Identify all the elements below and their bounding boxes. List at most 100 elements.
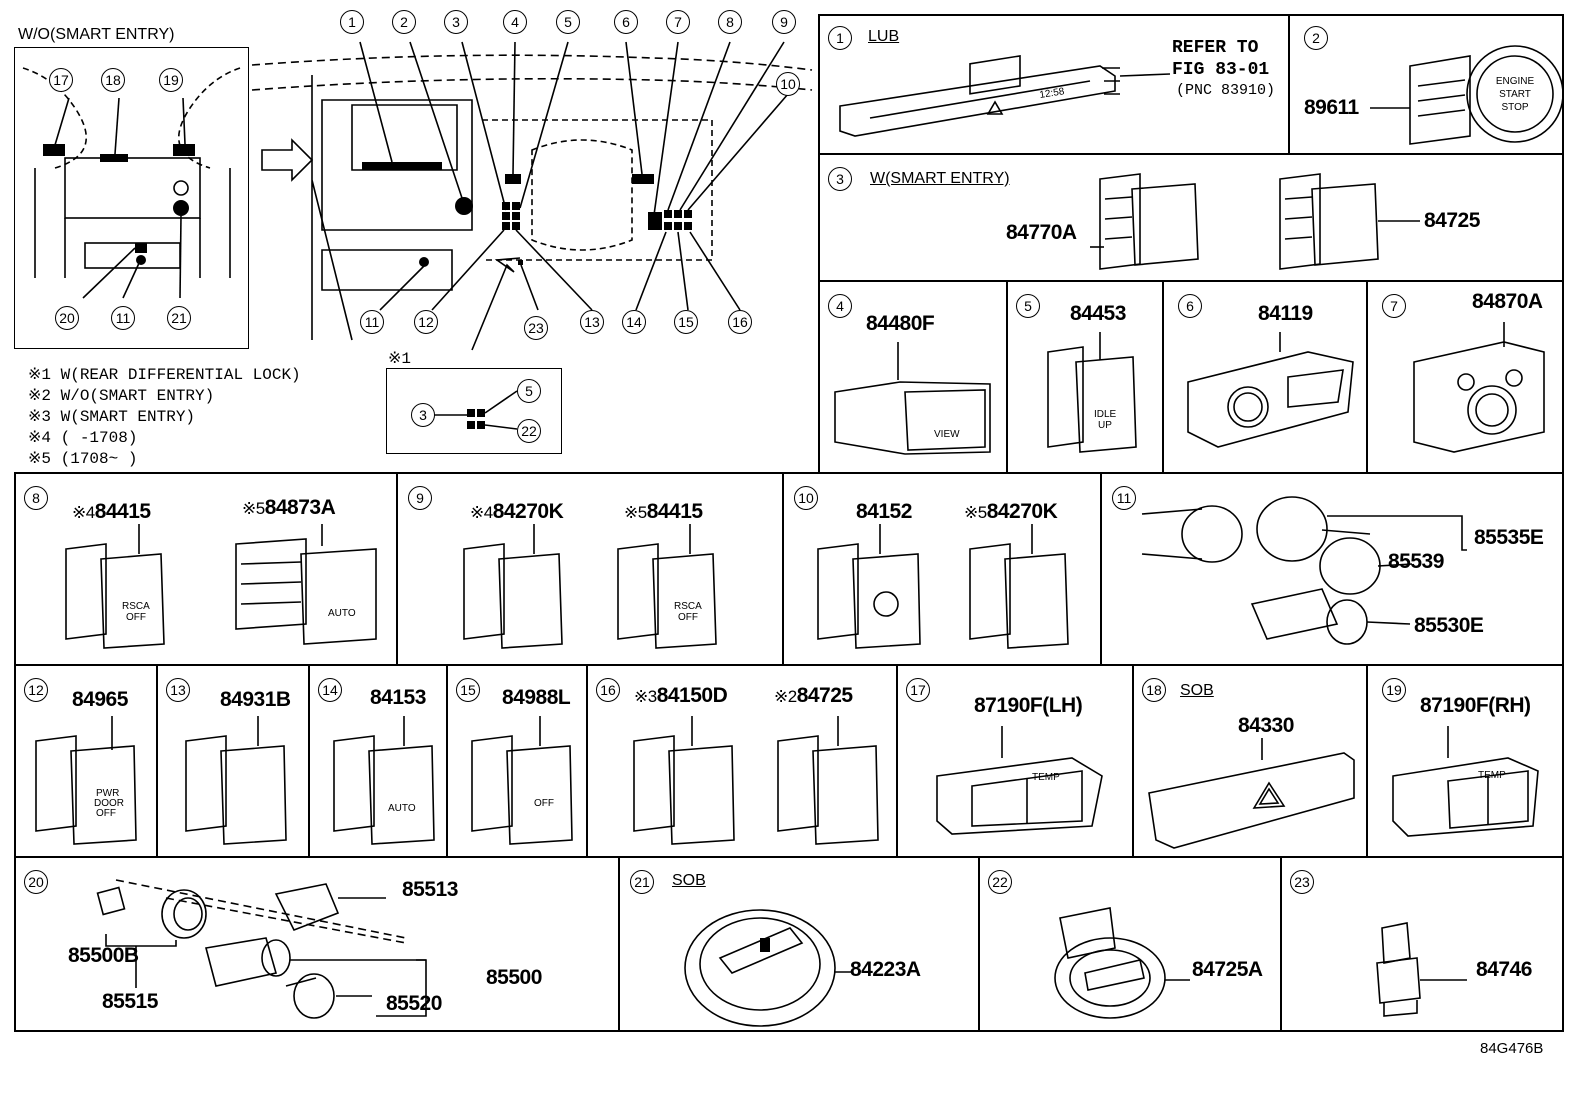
panel-number: 6 <box>1178 294 1202 318</box>
crawl-switch <box>777 716 879 845</box>
part-number: 84965 <box>72 688 128 711</box>
panel-number: 19 <box>1382 678 1406 702</box>
note-2: ※2 W/O(SMART ENTRY) <box>28 387 215 405</box>
note-4: ※4 ( -1708) <box>28 429 138 447</box>
callout-13: 13 <box>580 310 604 334</box>
callout-9: 9 <box>772 10 796 34</box>
btn-line-1: ENGINE <box>1496 76 1535 87</box>
part-number: 84453 <box>1070 302 1126 325</box>
part-number: 84330 <box>1238 714 1294 737</box>
part-number-c: 85530E <box>1414 614 1484 637</box>
part-number-a: 84152 <box>856 500 912 523</box>
part-number-b: 85500B <box>68 944 139 967</box>
note-1: ※1 W(REAR DIFFERENTIAL LOCK) <box>28 366 301 384</box>
panel-4: 4 84480F VIEW <box>818 280 1008 474</box>
part-number-d: 85500 <box>486 966 542 989</box>
panel-tag: W(SMART ENTRY) <box>870 170 1010 187</box>
callout-7: 7 <box>666 10 690 34</box>
inset-callout-18: 18 <box>101 68 125 92</box>
idle-label: IDLE <box>1094 409 1117 420</box>
panel-12: 12 84965 PWR DOOR OFF <box>14 664 158 858</box>
panel-21: 21 SOB 84223A <box>618 856 980 1032</box>
callout-15: 15 <box>674 310 698 334</box>
callout-3: 3 <box>444 10 468 34</box>
part-number: 84870A <box>1472 290 1543 313</box>
panel-number: 17 <box>906 678 930 702</box>
panel-number: 12 <box>24 678 48 702</box>
leveling-switch <box>817 524 921 649</box>
panel-9: 9 ※484270K ※584415 RSCA OFF <box>396 472 784 666</box>
view-label: VIEW <box>934 429 960 440</box>
panel-number: 9 <box>408 486 432 510</box>
off-label: OFF <box>678 612 698 623</box>
callout-10: 10 <box>776 72 800 96</box>
panel-number: 16 <box>596 678 620 702</box>
panel-tag: SOB <box>1180 682 1214 699</box>
panel-10: 10 84152 ※584270K <box>782 472 1102 666</box>
wo-smart-entry-label: W/O(SMART ENTRY) <box>18 26 175 43</box>
part-number-a: 85513 <box>402 878 458 901</box>
panel-16: 16 ※384150D ※284725 <box>586 664 898 858</box>
part-label-a: ※484415 <box>72 500 151 523</box>
refer-pnc: (PNC 83910) <box>1176 82 1276 99</box>
panel-number: 4 <box>828 294 852 318</box>
refer-fig: FIG 83-01 <box>1172 60 1270 80</box>
rear-diff-lock-inset: 3 5 22 <box>386 368 562 454</box>
up-label: UP <box>1098 420 1112 431</box>
note-3: ※3 W(SMART ENTRY) <box>28 408 196 426</box>
callout-8: 8 <box>718 10 742 34</box>
fog-switch-b <box>969 524 1069 649</box>
callout-23: 23 <box>524 316 548 340</box>
figure-id: 84G476B <box>1480 1040 1544 1057</box>
off-label: OFF <box>126 612 146 623</box>
callout-5: 5 <box>556 10 580 34</box>
part-number: 84746 <box>1476 958 1532 981</box>
callout-2: 2 <box>392 10 416 34</box>
panel-number: 22 <box>988 870 1012 894</box>
part-number: 87190F(LH) <box>974 694 1083 717</box>
pwr-label: PWR <box>96 788 119 799</box>
panel-13: 13 84931B <box>156 664 310 858</box>
switch-illustration-b <box>1279 173 1420 270</box>
panel-number: 3 <box>828 167 852 191</box>
part-number-b: 84725 <box>1424 209 1480 232</box>
panel-number: 1 <box>828 26 852 50</box>
btn-line-3: STOP <box>1501 102 1528 113</box>
inset-callout-17: 17 <box>49 68 73 92</box>
callout-11: 11 <box>360 310 384 334</box>
btn-line-2: START <box>1499 89 1531 100</box>
auto-label: AUTO <box>328 608 356 619</box>
fog-switch-a <box>463 524 563 649</box>
temp-label: TEMP <box>1478 770 1506 781</box>
part-number: 89611 <box>1304 96 1359 119</box>
part-label-b: ※284725 <box>774 684 853 707</box>
callout-4: 4 <box>503 10 527 34</box>
part-number-b: 85539 <box>1388 550 1444 573</box>
vsc-off-switch: OFF <box>471 716 573 845</box>
panel-2: 2 89611 ENGINE START STOP <box>1288 14 1564 155</box>
temp-switch-lh: TEMP <box>936 726 1103 835</box>
panel-tag: LUB <box>868 28 900 45</box>
headlamp-cleaner-switch <box>633 716 735 845</box>
part-number: 84153 <box>370 686 426 709</box>
part-number-a: 85535E <box>1474 526 1544 549</box>
back-door-switch <box>185 716 287 845</box>
panel-11: 11 85535E 85539 85530E <box>1100 472 1564 666</box>
panel-6: 6 84119 <box>1162 280 1368 474</box>
part-number: 84725A <box>1192 958 1263 981</box>
diff-lock-dial <box>1054 907 1190 1019</box>
part-number-c: 85515 <box>102 990 158 1013</box>
hazard-switch <box>1148 738 1355 849</box>
panel-number: 13 <box>166 678 190 702</box>
wo-smart-entry-inset: 17 18 19 20 11 21 <box>14 47 249 349</box>
rear-diff-lock-sketch <box>431 390 518 430</box>
part-label-a: ※484270K <box>470 500 564 523</box>
console-sketch <box>22 67 241 299</box>
panel-1: 1 LUB 12:58 REFER TO FIG 83-01 (PNC 8391… <box>818 14 1290 155</box>
rotary-switch <box>1187 332 1354 448</box>
panel-number: 18 <box>1142 678 1166 702</box>
callout-14: 14 <box>622 310 646 334</box>
part-number: 84223A <box>850 958 921 981</box>
panel-7: 7 84870A <box>1366 280 1564 474</box>
part-number: 84988L <box>502 686 571 709</box>
